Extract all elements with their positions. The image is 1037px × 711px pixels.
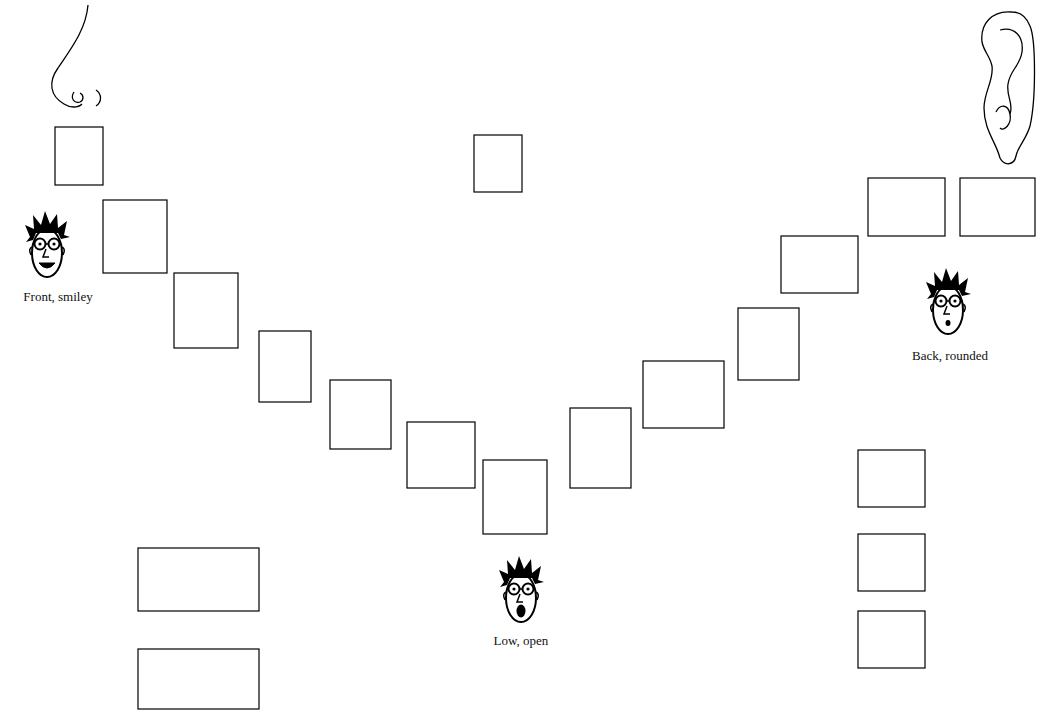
face-caption: Front, smiley <box>23 289 92 305</box>
face-caption: Low, open <box>494 633 549 649</box>
ear-icon <box>982 12 1035 164</box>
face-low <box>499 556 544 622</box>
face-back <box>926 268 971 334</box>
face-caption: Back, rounded <box>912 348 988 364</box>
answer-boxes <box>55 127 1035 709</box>
nose-icon <box>52 5 101 107</box>
face-front <box>25 211 70 277</box>
